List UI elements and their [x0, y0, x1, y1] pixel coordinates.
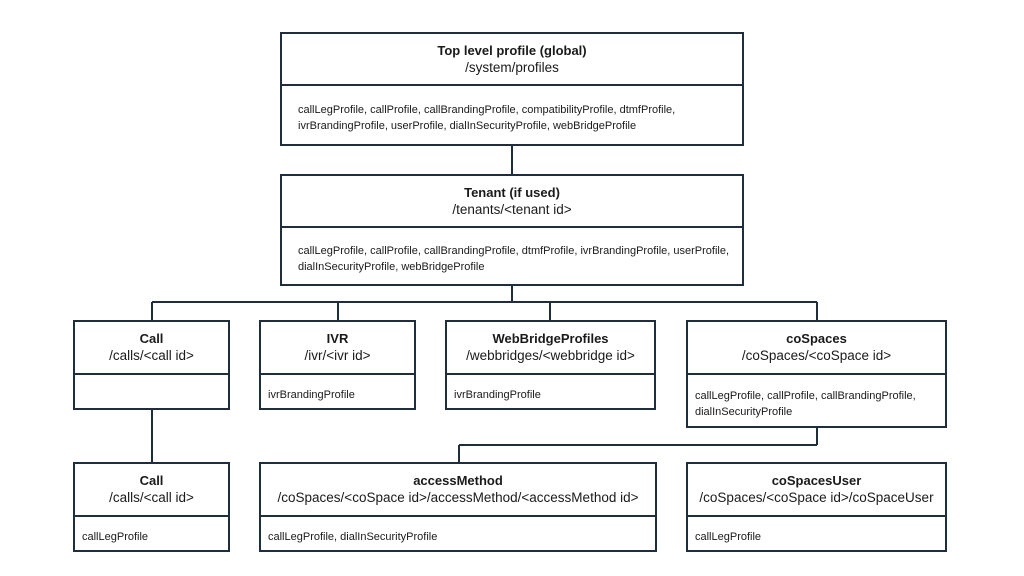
node-ivr: IVR /ivr/<ivr id> ivrBrandingProfile [259, 320, 416, 410]
node-header: coSpaces /coSpaces/<coSpace id> [688, 322, 945, 375]
node-access-method: accessMethod /coSpaces/<coSpace id>/acce… [259, 462, 657, 552]
node-header: Top level profile (global) /system/profi… [282, 34, 742, 86]
node-profiles: callLegProfile, callProfile, callBrandin… [298, 245, 730, 273]
node-profiles: ivrBrandingProfile [454, 388, 541, 401]
node-title: accessMethod [413, 473, 503, 488]
node-title: WebBridgeProfiles [492, 331, 609, 346]
node-header: WebBridgeProfiles /webbridges/<webbridge… [447, 322, 654, 375]
node-call: Call /calls/<call id> [73, 320, 230, 410]
node-webbridge-profiles: WebBridgeProfiles /webbridges/<webbridge… [445, 320, 656, 410]
node-path: /webbridges/<webbridge id> [466, 348, 635, 363]
node-path: /coSpaces/<coSpace id>/accessMethod/<acc… [277, 490, 639, 505]
node-title: Tenant (if used) [464, 184, 560, 200]
node-profiles: callLegProfile [695, 530, 762, 543]
node-title: coSpaces [786, 331, 847, 346]
node-path: /calls/<call id> [109, 490, 194, 505]
node-cospaces: coSpaces /coSpaces/<coSpace id> callLegP… [686, 320, 947, 428]
node-title: IVR [326, 331, 349, 346]
node-call-child: Call /calls/<call id> callLegProfile [73, 462, 230, 552]
node-profiles: callLegProfile, callProfile, callBrandin… [695, 389, 916, 418]
node-profiles: callLegProfile, callProfile, callBrandin… [298, 104, 676, 132]
node-title: Call [139, 331, 164, 346]
node-path: /coSpaces/<coSpace id> [741, 348, 892, 363]
node-header: coSpacesUser /coSpaces/<coSpace id>/coSp… [688, 464, 945, 517]
node-profiles: callLegProfile [82, 530, 149, 543]
node-path: /coSpaces/<coSpace id>/coSpaceUser [699, 490, 934, 505]
node-path: /calls/<call id> [109, 348, 194, 363]
node-header: IVR /ivr/<ivr id> [261, 322, 414, 375]
node-path: /tenants/<tenant id> [452, 201, 572, 217]
node-title: Top level profile (global) [437, 42, 587, 58]
node-title: Call [139, 473, 164, 488]
node-cospaces-user: coSpacesUser /coSpaces/<coSpace id>/coSp… [686, 462, 947, 552]
node-path: /ivr/<ivr id> [304, 348, 371, 363]
node-header: Tenant (if used) /tenants/<tenant id> [282, 176, 742, 228]
node-header: Call /calls/<call id> [75, 464, 228, 517]
node-profiles [75, 375, 228, 408]
node-profiles: callLegProfile, dialInSecurityProfile [268, 530, 438, 543]
node-title: coSpacesUser [771, 473, 862, 488]
node-path: /system/profiles [465, 59, 559, 75]
node-header: Call /calls/<call id> [75, 322, 228, 375]
node-header: accessMethod /coSpaces/<coSpace id>/acce… [261, 464, 655, 517]
node-profiles: ivrBrandingProfile [268, 388, 355, 401]
node-top-level-profile: Top level profile (global) /system/profi… [280, 32, 744, 146]
node-tenant: Tenant (if used) /tenants/<tenant id> ca… [280, 174, 744, 286]
